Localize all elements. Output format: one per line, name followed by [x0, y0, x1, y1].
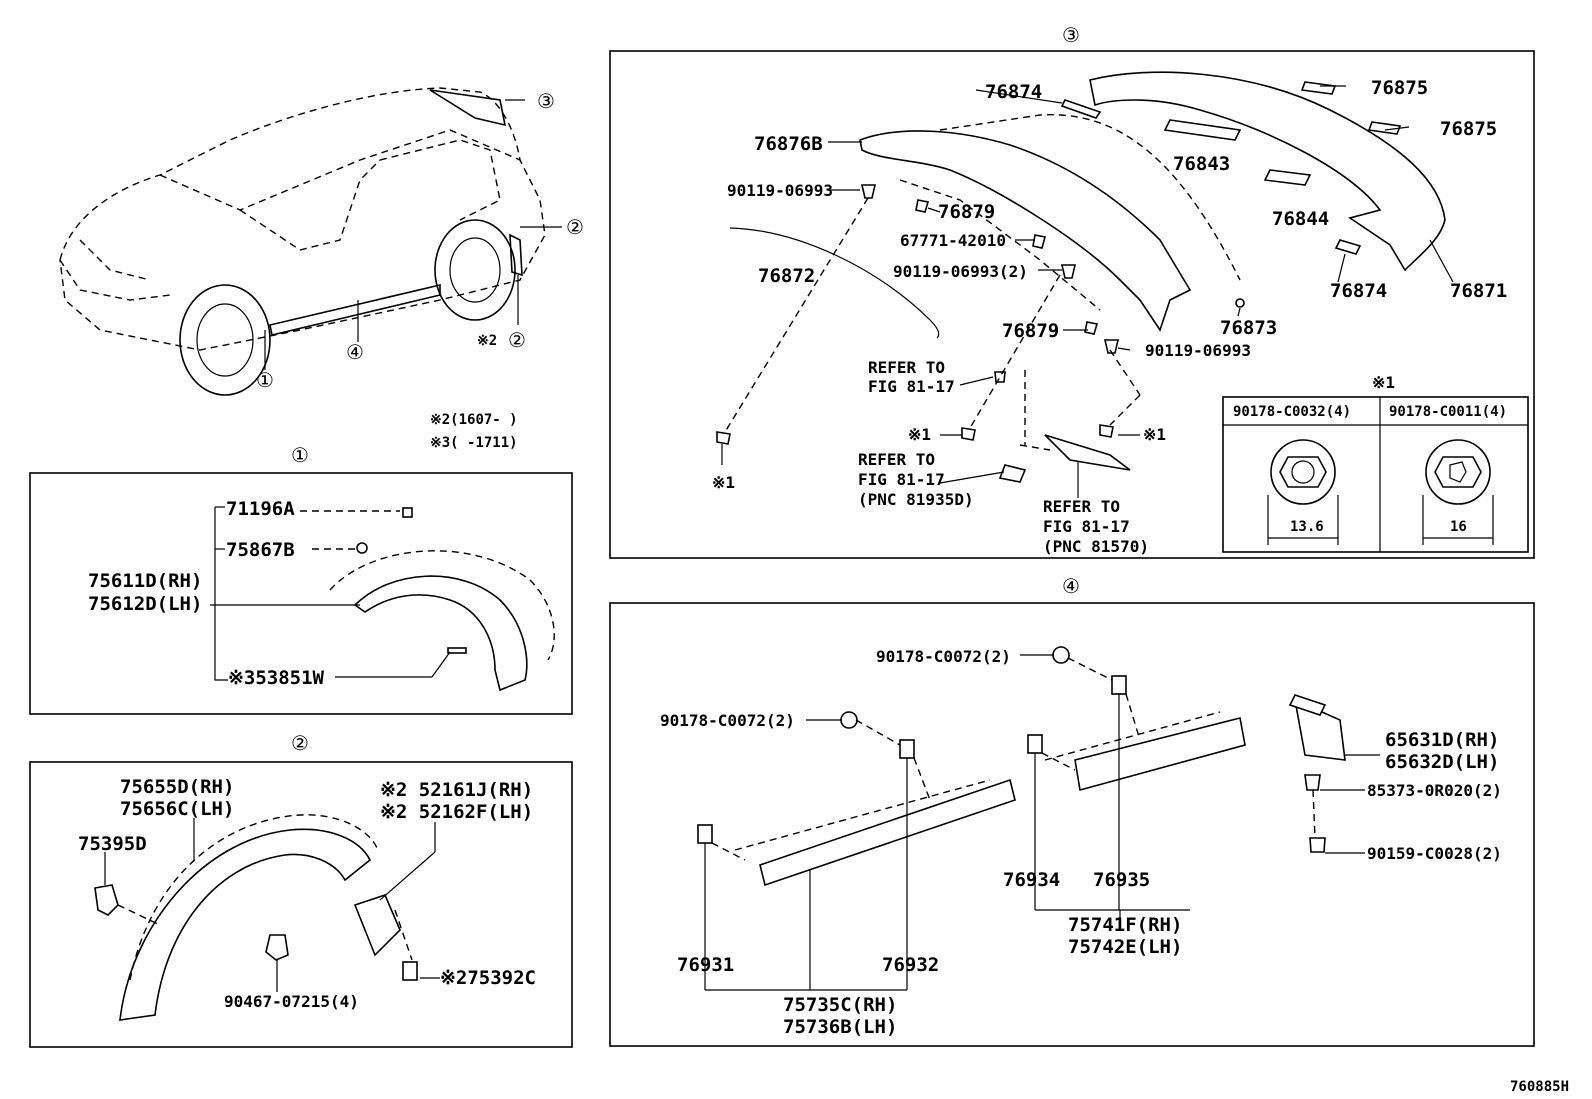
- label-90159: 90159-C0028(2): [1367, 844, 1502, 863]
- inset-title: ※1: [1372, 373, 1395, 392]
- label-76873: 76873: [1220, 317, 1277, 339]
- callout-4-car: ④: [346, 340, 364, 364]
- label-refer3-a: REFER TO: [1043, 497, 1120, 516]
- label-75741F: 75741F(RH): [1068, 914, 1182, 936]
- label-76843: 76843: [1173, 153, 1230, 175]
- note-x3-range: ※3( -1711): [430, 435, 518, 451]
- label-90119-a: 90119-06993: [727, 181, 833, 200]
- inset-label-a: 90178-C0032(4): [1233, 404, 1351, 420]
- label-refer2-b: FIG 81-17: [858, 470, 945, 489]
- section-2-title: ②: [291, 731, 309, 755]
- note-x2-car: ※2: [477, 333, 497, 349]
- label-65631D: 65631D(RH): [1385, 729, 1499, 751]
- drawing-id: 760885H: [1510, 1079, 1569, 1095]
- label-75395D: 75395D: [78, 833, 147, 855]
- inset-label-b: 90178-C0011(4): [1389, 404, 1507, 420]
- label-76932: 76932: [882, 954, 939, 976]
- label-76874-bottom: 76874: [1330, 280, 1387, 302]
- label-refer1-b: FIG 81-17: [868, 377, 955, 396]
- section-2-frame: [29, 761, 573, 1048]
- label-90178-lower: 90178-C0072(2): [660, 711, 795, 730]
- vehicle-overview: [59, 87, 562, 396]
- label-refer1-a: REFER TO: [868, 358, 945, 377]
- inset-dim-a: 13.6: [1290, 519, 1324, 535]
- section-3-title: ③: [1062, 23, 1080, 47]
- callout-1-car: ①: [256, 368, 274, 392]
- section-1-parts: [210, 506, 555, 692]
- section-1-frame: [29, 472, 573, 715]
- label-refer3-c: (PNC 81570): [1043, 537, 1149, 556]
- label-x1-b: ※1: [712, 473, 735, 492]
- section-4-parts: [697, 646, 1380, 991]
- section-2-parts: [94, 814, 440, 1021]
- label-75736B: 75736B(LH): [783, 1016, 897, 1038]
- label-76879-a: 76879: [938, 201, 995, 223]
- fastener-inset: [1222, 396, 1529, 553]
- label-85373: 85373-0R020(2): [1367, 781, 1502, 800]
- label-refer3-b: FIG 81-17: [1043, 517, 1130, 536]
- label-76874-top: 76874: [985, 81, 1042, 103]
- label-76844: 76844: [1272, 208, 1329, 230]
- label-refer2-a: REFER TO: [858, 450, 935, 469]
- label-90119-c: 90119-06993: [1145, 341, 1251, 360]
- label-90119-b: 90119-06993(2): [893, 262, 1028, 281]
- callout-2b-car: ②: [508, 328, 526, 352]
- note-x2-range: ※2(1607- ): [430, 412, 518, 428]
- label-75612D: 75612D(LH): [88, 593, 202, 615]
- label-refer2-c: (PNC 81935D): [858, 490, 974, 509]
- label-75656C: 75656C(LH): [120, 798, 234, 820]
- label-76875-b: 76875: [1440, 118, 1497, 140]
- section-4-title: ④: [1062, 574, 1080, 598]
- label-x1-c: ※1: [1143, 425, 1166, 444]
- label-75735C: 75735C(RH): [783, 994, 897, 1016]
- label-71196A: 71196A: [226, 498, 295, 520]
- label-76876B: 76876B: [754, 133, 823, 155]
- inset-dim-b: 16: [1450, 519, 1467, 535]
- label-75392C: ※275392C: [440, 967, 536, 989]
- callout-3-car: ③: [537, 89, 555, 113]
- label-90467: 90467-07215(4): [224, 992, 359, 1011]
- label-76872: 76872: [758, 265, 815, 287]
- section-1-title: ①: [291, 443, 309, 467]
- label-x1-a: ※1: [908, 425, 931, 444]
- label-67771: 67771-42010: [900, 231, 1006, 250]
- label-90178-upper: 90178-C0072(2): [876, 647, 1011, 666]
- label-52161J: ※2 52161J(RH): [380, 779, 533, 801]
- label-75611D: 75611D(RH): [88, 570, 202, 592]
- section-3-parts: [716, 71, 1454, 498]
- label-76871: 76871: [1450, 280, 1507, 302]
- callout-2-car: ②: [566, 215, 584, 239]
- label-75867B: 75867B: [226, 539, 295, 561]
- label-76935: 76935: [1093, 869, 1150, 891]
- label-65632D: 65632D(LH): [1385, 751, 1499, 773]
- label-76879-b: 76879: [1002, 320, 1059, 342]
- section-3-frame: [609, 50, 1535, 559]
- label-76934: 76934: [1003, 869, 1060, 891]
- label-53851W: ※353851W: [228, 667, 325, 689]
- label-75742E: 75742E(LH): [1068, 936, 1182, 958]
- label-76875-a: 76875: [1371, 77, 1428, 99]
- label-76931: 76931: [677, 954, 734, 976]
- section-4-frame: [609, 602, 1535, 1047]
- label-75655D: 75655D(RH): [120, 776, 234, 798]
- label-52162F: ※2 52162F(LH): [380, 801, 533, 823]
